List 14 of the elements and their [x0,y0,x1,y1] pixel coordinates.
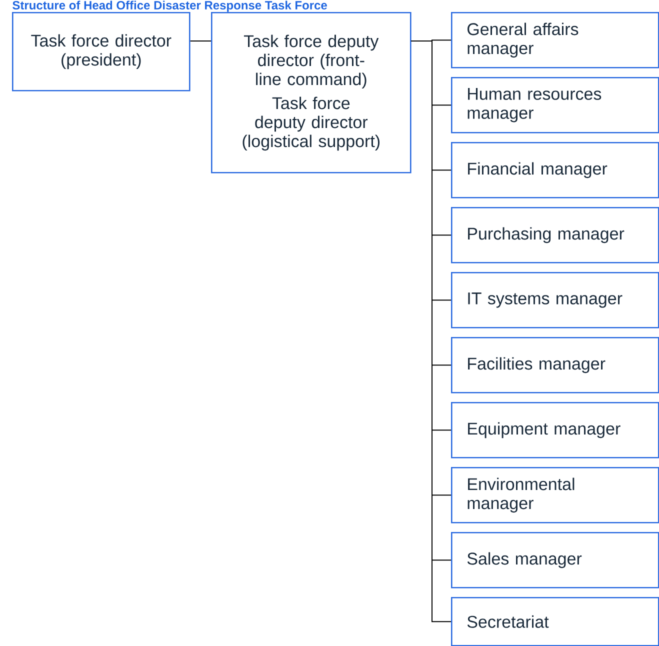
manager-box: Environmental manager [451,467,659,524]
manager-box: Secretariat [451,597,659,646]
connector-line [190,40,212,42]
manager-box: General affairs manager [451,12,659,68]
manager-box: IT systems manager [451,272,659,328]
title: Structure of Head Office Disaster Response Task Force [12,0,327,12]
manager-box: Facilities manager [451,337,659,394]
manager-box: Purchasing manager [451,207,659,264]
director-box: Task force deputy director (front-line command) Task force deputy director (logistical support) [211,12,412,174]
director-box: Task force director (president) [12,12,190,92]
manager-box: Equipment manager [451,402,659,458]
manager-box: Human resources manager [451,77,659,134]
manager-box: Sales manager [451,532,659,588]
manager-box: Financial manager [451,142,659,198]
